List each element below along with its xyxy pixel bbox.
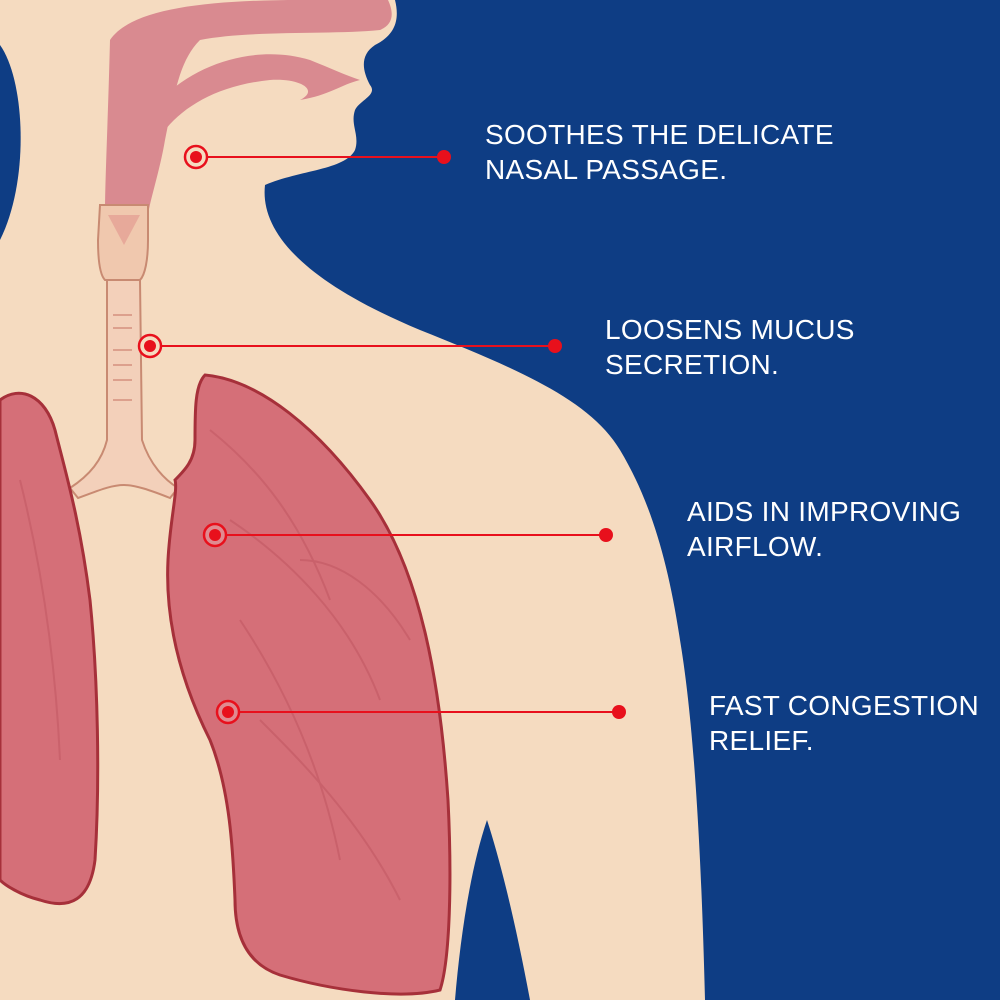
callout-label-line1: FAST CONGESTION [709,690,980,721]
larynx-cartilage [108,215,140,245]
trachea [68,279,180,500]
callout-label-mucus: LOOSENS MUCUS SECRETION. [605,312,855,382]
callout-label-congestion: FAST CONGESTION RELIEF. [709,688,979,758]
callout-label-line2: NASAL PASSAGE. [485,154,728,185]
marker-nasal [183,144,209,170]
marker-lower-lung [215,699,241,725]
oral-passage [160,54,360,130]
callout-label-line1: AIDS IN IMPROVING [687,496,962,527]
trachea-rings [113,314,132,401]
callout-label-line2: AIRFLOW. [687,531,824,562]
callout-lines [150,156,619,713]
background-arc [0,45,21,240]
right-lung [166,373,452,996]
callout-label-airflow: AIDS IN IMPROVING AIRFLOW. [687,494,961,564]
marker-upper-lung [202,522,228,548]
callout-label-line1: LOOSENS MUCUS [605,314,855,345]
callout-label-line1: SOOTHES THE DELICATE [485,119,834,150]
nasal-passage [105,0,392,215]
callout-label-line2: RELIEF. [709,725,814,756]
callout-origin-markers [137,144,241,725]
left-lung [0,391,100,906]
callout-end-dots [437,150,626,719]
callout-label-line2: SECRETION. [605,349,780,380]
callout-label-nasal: SOOTHES THE DELICATE NASAL PASSAGE. [485,117,834,187]
marker-trachea [137,333,163,359]
